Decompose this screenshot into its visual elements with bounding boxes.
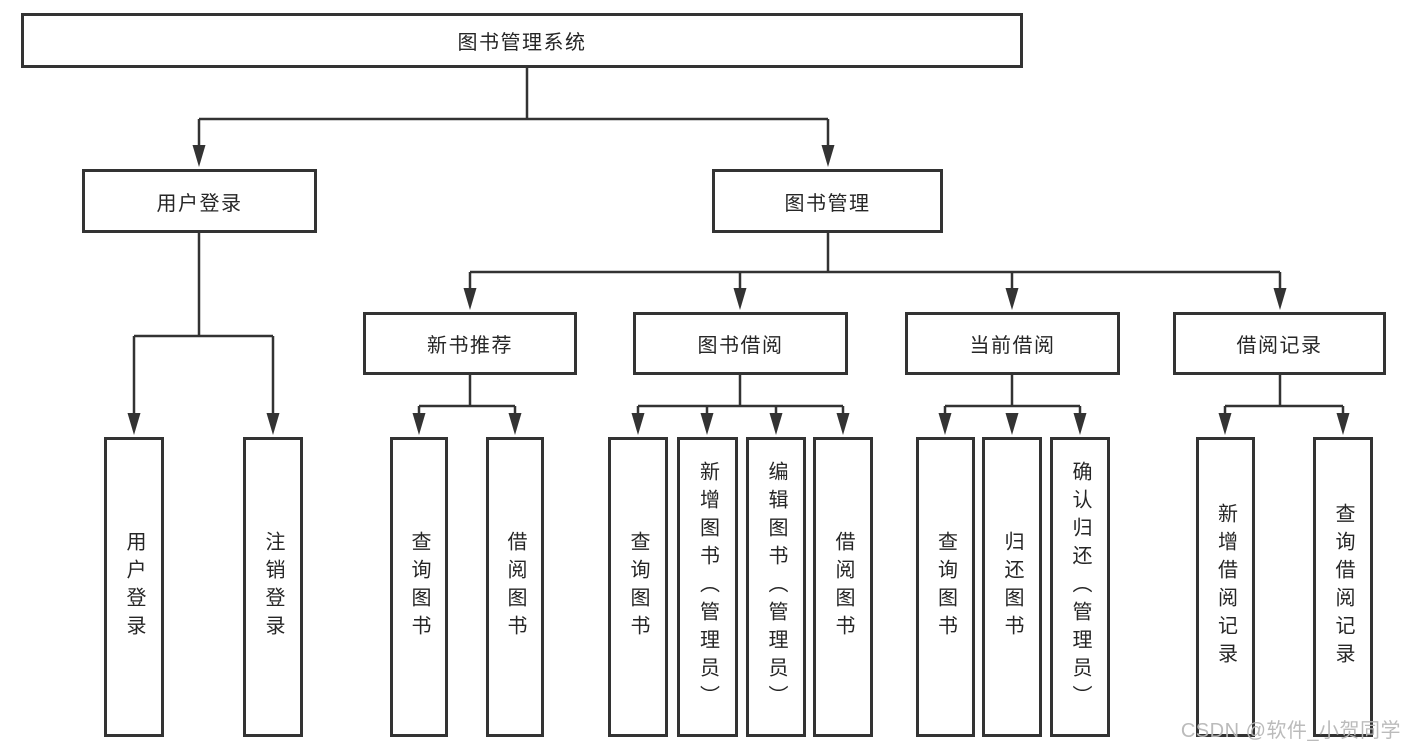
node-borrowing-records: 借阅记录 (1173, 312, 1386, 375)
node-borrowing-add-books-admin-label: 新增图书（管理员） (696, 461, 719, 713)
node-borrowing-edit-books-admin-label: 编辑图书（管理员） (765, 461, 787, 713)
node-user-login-label: 用户登录 (156, 192, 243, 215)
node-logout-label: 注销登录 (262, 531, 284, 643)
node-book-borrowing-label: 图书借阅 (697, 335, 784, 357)
node-new-book-recommend-label: 新书推荐 (427, 335, 513, 357)
node-borrowing-borrow-books: 借阅图书 (813, 437, 873, 737)
node-recommend-query-books: 查询图书 (390, 437, 448, 737)
node-current-borrowing-label: 当前借阅 (969, 335, 1056, 357)
node-recommend-query-books-label: 查询图书 (408, 531, 430, 643)
node-current-return-books-label: 归还图书 (1001, 531, 1023, 643)
node-current-confirm-return-admin: 确认归还（管理员） (1050, 437, 1110, 737)
watermark: CSDN @软件_小贺同学 (1180, 720, 1401, 742)
node-borrowing-records-label: 借阅记录 (1236, 335, 1323, 357)
node-book-borrowing: 图书借阅 (633, 312, 848, 375)
node-book-management: 图书管理 (712, 169, 943, 233)
node-new-book-recommend: 新书推荐 (363, 312, 577, 375)
node-records-query-record: 查询借阅记录 (1313, 437, 1373, 737)
node-current-borrowing: 当前借阅 (905, 312, 1120, 375)
node-borrowing-edit-books-admin: 编辑图书（管理员） (746, 437, 806, 737)
node-login-label: 用户登录 (123, 531, 145, 643)
node-root: 图书管理系统 (21, 13, 1023, 68)
node-records-add-record-label: 新增借阅记录 (1214, 503, 1237, 671)
node-recommend-borrow-books: 借阅图书 (486, 437, 544, 737)
node-recommend-borrow-books-label: 借阅图书 (504, 531, 526, 643)
node-current-query-books: 查询图书 (916, 437, 975, 737)
node-user-login: 用户登录 (82, 169, 317, 233)
node-login: 用户登录 (104, 437, 164, 737)
node-current-confirm-return-admin-label: 确认归还（管理员） (1069, 461, 1091, 713)
node-borrowing-add-books-admin: 新增图书（管理员） (677, 437, 738, 737)
node-root-label: 图书管理系统 (457, 32, 587, 54)
node-current-query-books-label: 查询图书 (934, 531, 957, 643)
node-records-add-record: 新增借阅记录 (1196, 437, 1255, 737)
node-records-query-record-label: 查询借阅记录 (1332, 503, 1354, 671)
node-book-management-label: 图书管理 (784, 192, 871, 215)
node-logout: 注销登录 (243, 437, 303, 737)
node-borrowing-borrow-books-label: 借阅图书 (832, 531, 854, 643)
node-borrowing-query-books-label: 查询图书 (627, 531, 649, 643)
node-current-return-books: 归还图书 (982, 437, 1042, 737)
node-borrowing-query-books: 查询图书 (608, 437, 668, 737)
